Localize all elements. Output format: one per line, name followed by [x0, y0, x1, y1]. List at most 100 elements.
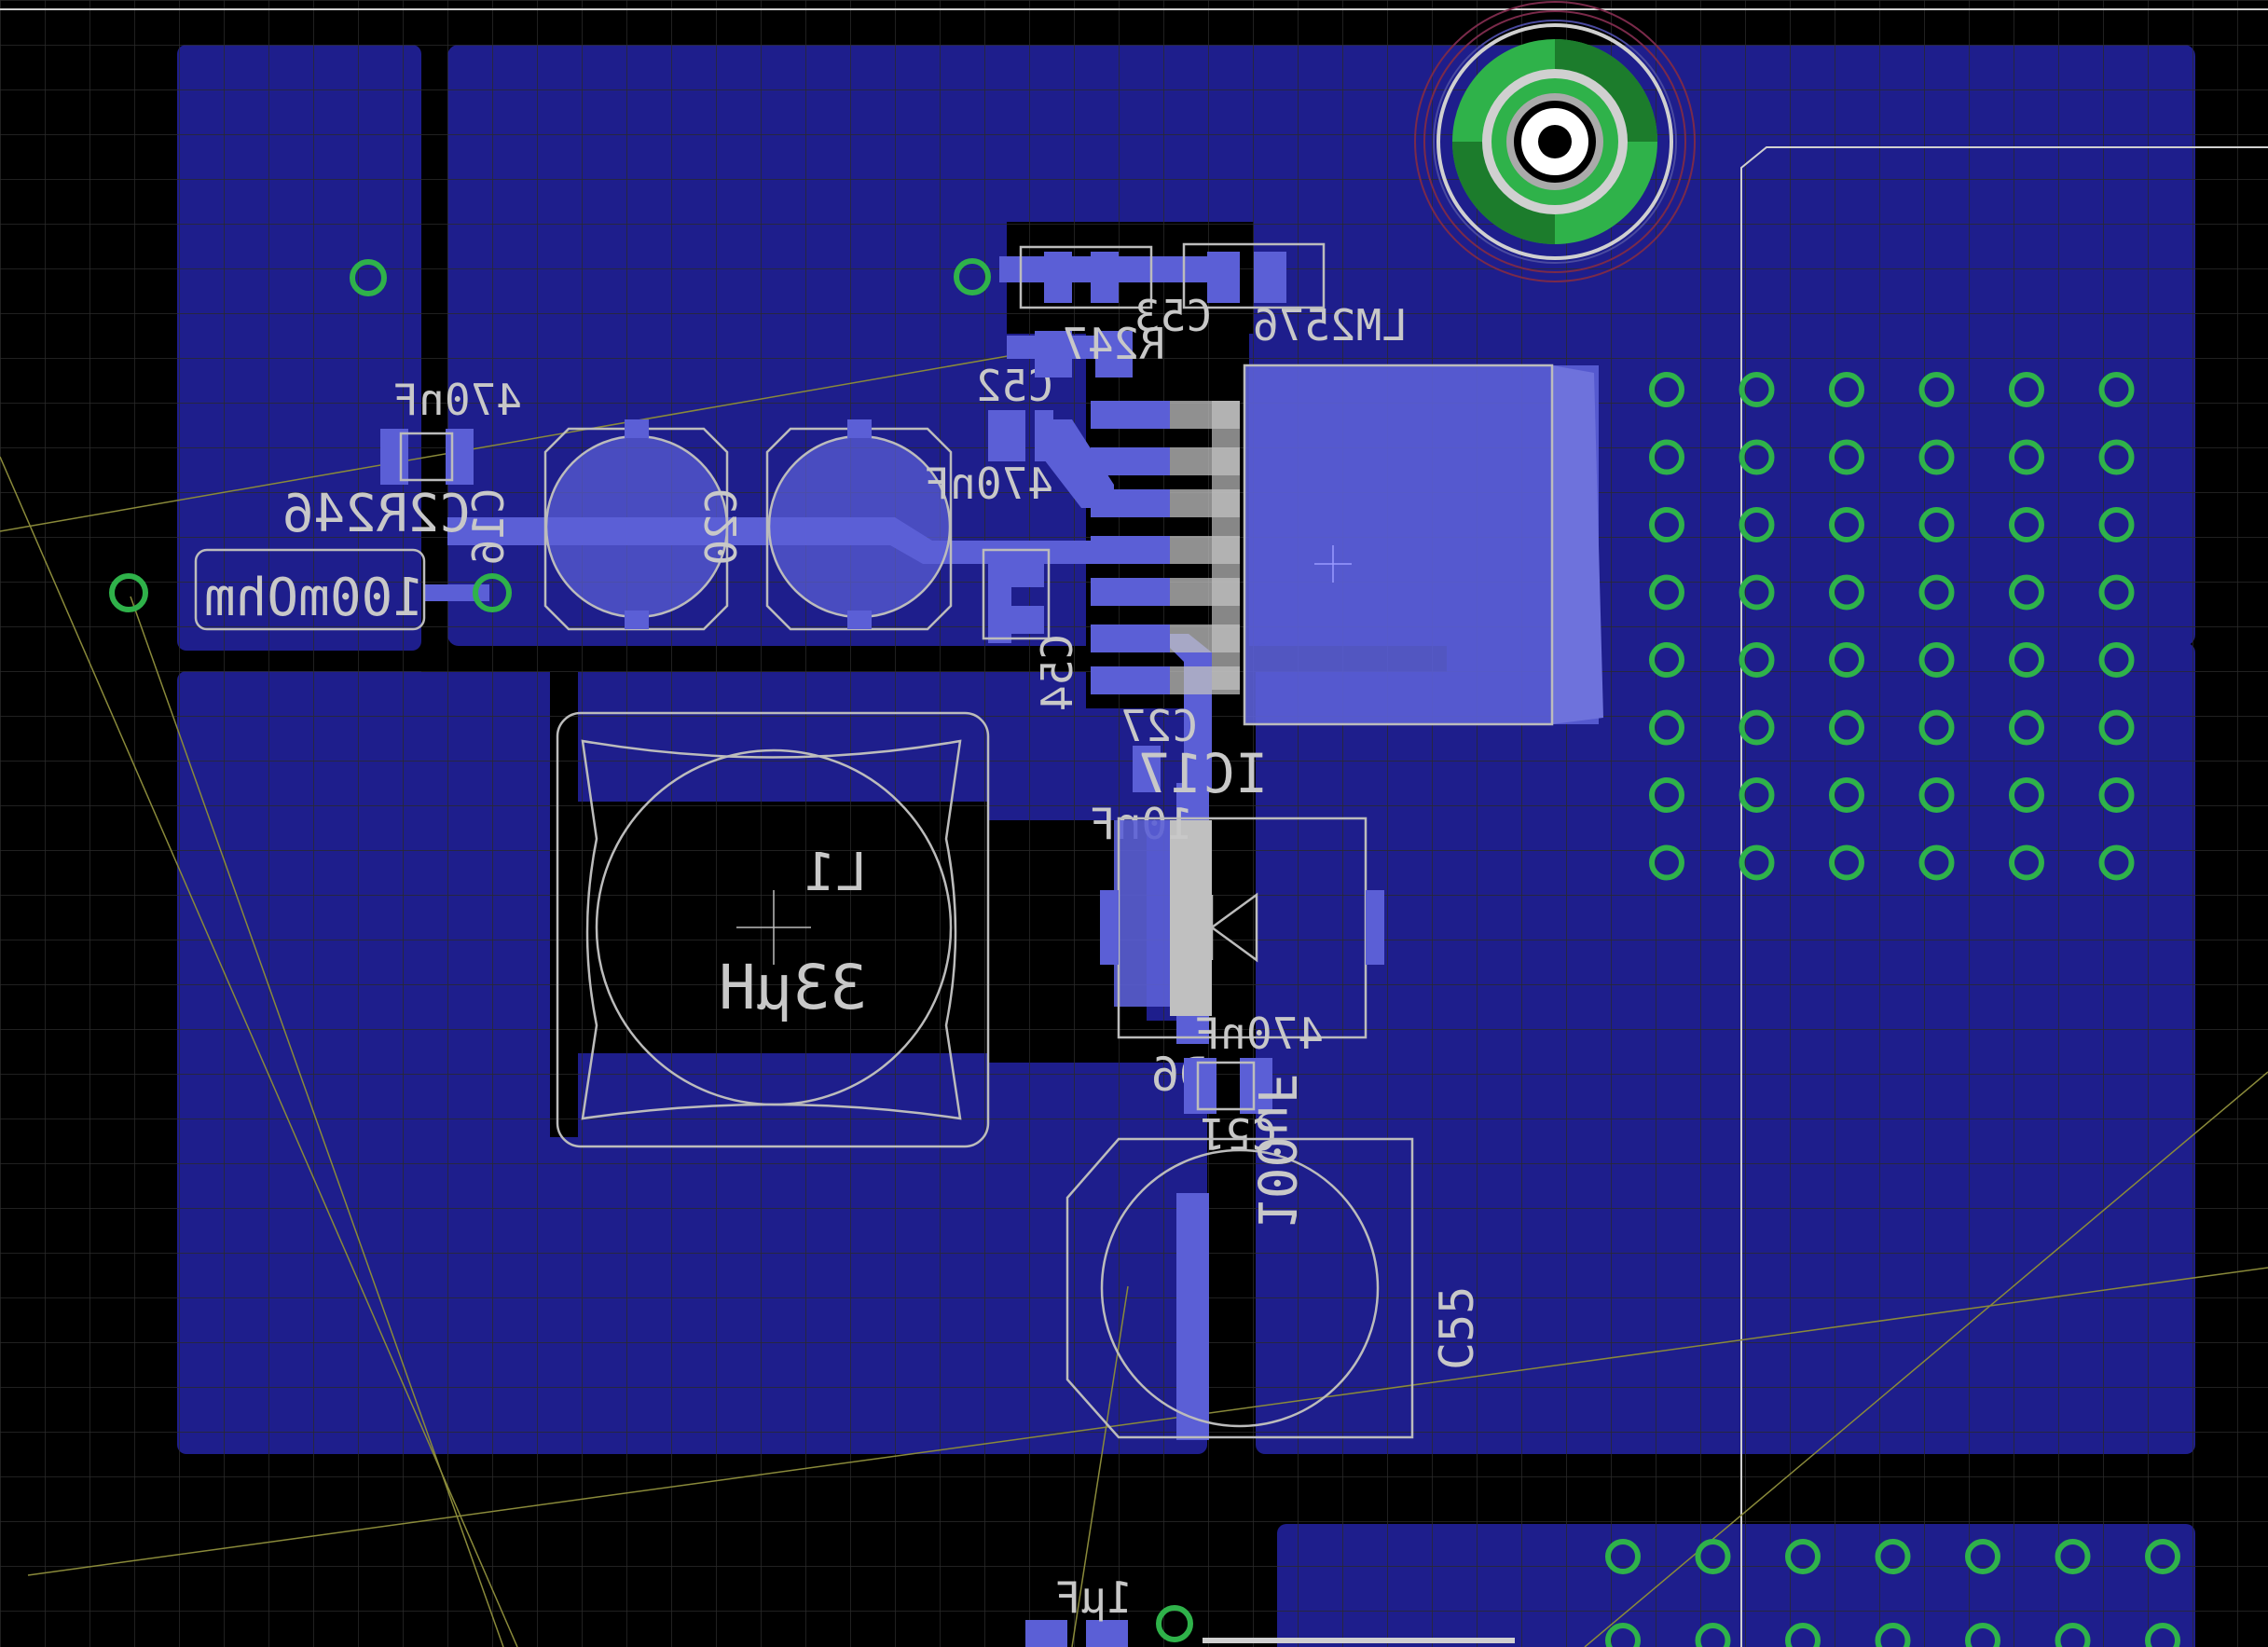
label-470nf-left: 470nF: [393, 375, 522, 425]
via[interactable]: [1829, 372, 1864, 407]
via[interactable]: [1829, 709, 1864, 746]
via[interactable]: [1739, 777, 1775, 813]
via[interactable]: [1785, 1539, 1821, 1574]
via[interactable]: [473, 573, 512, 612]
label-l1: L1: [804, 843, 867, 903]
via[interactable]: [1739, 709, 1775, 746]
resistor-r247[interactable]: R247: [1035, 319, 1165, 377]
via[interactable]: [1739, 439, 1775, 475]
via[interactable]: [1829, 439, 1864, 475]
cap-c53[interactable]: C53: [1134, 242, 1326, 341]
via[interactable]: [1649, 844, 1684, 881]
via[interactable]: [1649, 777, 1684, 813]
via[interactable]: [2009, 439, 2044, 475]
via[interactable]: [1918, 372, 1955, 407]
ic-lm2576[interactable]: LM2576: [1091, 1, 1603, 726]
via[interactable]: [1649, 439, 1684, 475]
label-r247: R247: [1062, 319, 1165, 369]
via[interactable]: [1739, 372, 1775, 407]
via[interactable]: [1829, 574, 1864, 611]
via[interactable]: [1649, 574, 1684, 611]
via[interactable]: [2009, 642, 2044, 678]
via[interactable]: [1965, 1539, 2000, 1574]
via[interactable]: [1605, 1539, 1641, 1574]
label-c55: C55: [1430, 1286, 1484, 1370]
diode-d6[interactable]: 470nF D6: [1100, 817, 1384, 1102]
via-array[interactable]: [1649, 372, 2135, 881]
via[interactable]: [2098, 709, 2135, 746]
via[interactable]: [1918, 507, 1955, 542]
via[interactable]: [109, 573, 148, 612]
cap-c246[interactable]: 470nF C2R246: [282, 375, 522, 544]
via[interactable]: [1875, 1539, 1911, 1574]
via[interactable]: [350, 259, 387, 296]
via[interactable]: [1695, 1539, 1731, 1574]
via[interactable]: [1918, 439, 1955, 475]
label-ic17: IC17: [1137, 742, 1268, 805]
label-c53: C53: [1134, 291, 1212, 341]
via[interactable]: [1605, 1623, 1641, 1647]
label-c20: C20: [696, 487, 747, 565]
via[interactable]: [1918, 777, 1955, 813]
via[interactable]: [1965, 1623, 2000, 1647]
via[interactable]: [1739, 642, 1775, 678]
cap-1uf[interactable]: 1µF: [1025, 1572, 1133, 1647]
via[interactable]: [2009, 844, 2044, 881]
resistor-100mohm[interactable]: 100mOhm: [194, 548, 426, 631]
via[interactable]: [1829, 777, 1864, 813]
inductor-l1[interactable]: L1 33µH: [556, 711, 990, 1148]
label-c54: C54: [1032, 634, 1082, 711]
via[interactable]: [2098, 574, 2135, 611]
via[interactable]: [1649, 507, 1684, 542]
label-c27: C27: [1120, 701, 1198, 751]
via[interactable]: [1918, 709, 1955, 746]
cap-c51[interactable]: C51: [1184, 1058, 1277, 1159]
board-outline: [0, 8, 2268, 1647]
via[interactable]: [2055, 1623, 2091, 1647]
label-33uh: 33µH: [719, 952, 867, 1023]
via[interactable]: [1156, 1605, 1193, 1642]
via[interactable]: [1649, 709, 1684, 746]
cap-c16[interactable]: C16: [463, 419, 729, 631]
via[interactable]: [2098, 372, 2135, 407]
via[interactable]: [2055, 1539, 2091, 1574]
cap-c55[interactable]: 100uF C55: [1065, 1073, 1484, 1439]
vias[interactable]: [109, 258, 1193, 1642]
via[interactable]: [2009, 709, 2044, 746]
cap-c54[interactable]: 470nF C54: [925, 410, 1082, 711]
via[interactable]: [2009, 777, 2044, 813]
via[interactable]: [2098, 777, 2135, 813]
via[interactable]: [1829, 642, 1864, 678]
via-row-bottom[interactable]: [1605, 1539, 2180, 1647]
via[interactable]: [2098, 844, 2135, 881]
via[interactable]: [1918, 642, 1955, 678]
via[interactable]: [1918, 574, 1955, 611]
cap-c52[interactable]: C52: [976, 245, 1153, 411]
via[interactable]: [1695, 1623, 1731, 1647]
via[interactable]: [1739, 507, 1775, 542]
via[interactable]: [1829, 844, 1864, 881]
via[interactable]: [1875, 1623, 1911, 1647]
via[interactable]: [954, 258, 991, 295]
via[interactable]: [2098, 507, 2135, 542]
via[interactable]: [2145, 1539, 2180, 1574]
via[interactable]: [2009, 574, 2044, 611]
via[interactable]: [1649, 642, 1684, 678]
via[interactable]: [1785, 1623, 1821, 1647]
via[interactable]: [1739, 574, 1775, 611]
via[interactable]: [1739, 844, 1775, 881]
via[interactable]: [2098, 642, 2135, 678]
label-470nf-mid: 470nF: [925, 459, 1053, 509]
via[interactable]: [2098, 439, 2135, 475]
via[interactable]: [2009, 507, 2044, 542]
label-lm2576: LM2576: [1253, 300, 1408, 350]
via[interactable]: [2009, 372, 2044, 407]
via[interactable]: [2145, 1623, 2180, 1647]
via[interactable]: [1829, 507, 1864, 542]
mounting-hole[interactable]: [1414, 1, 1696, 282]
label-1uf: 1µF: [1055, 1572, 1133, 1623]
cap-c20[interactable]: C20: [696, 419, 953, 631]
via[interactable]: [1649, 372, 1684, 407]
via[interactable]: [1918, 844, 1955, 881]
